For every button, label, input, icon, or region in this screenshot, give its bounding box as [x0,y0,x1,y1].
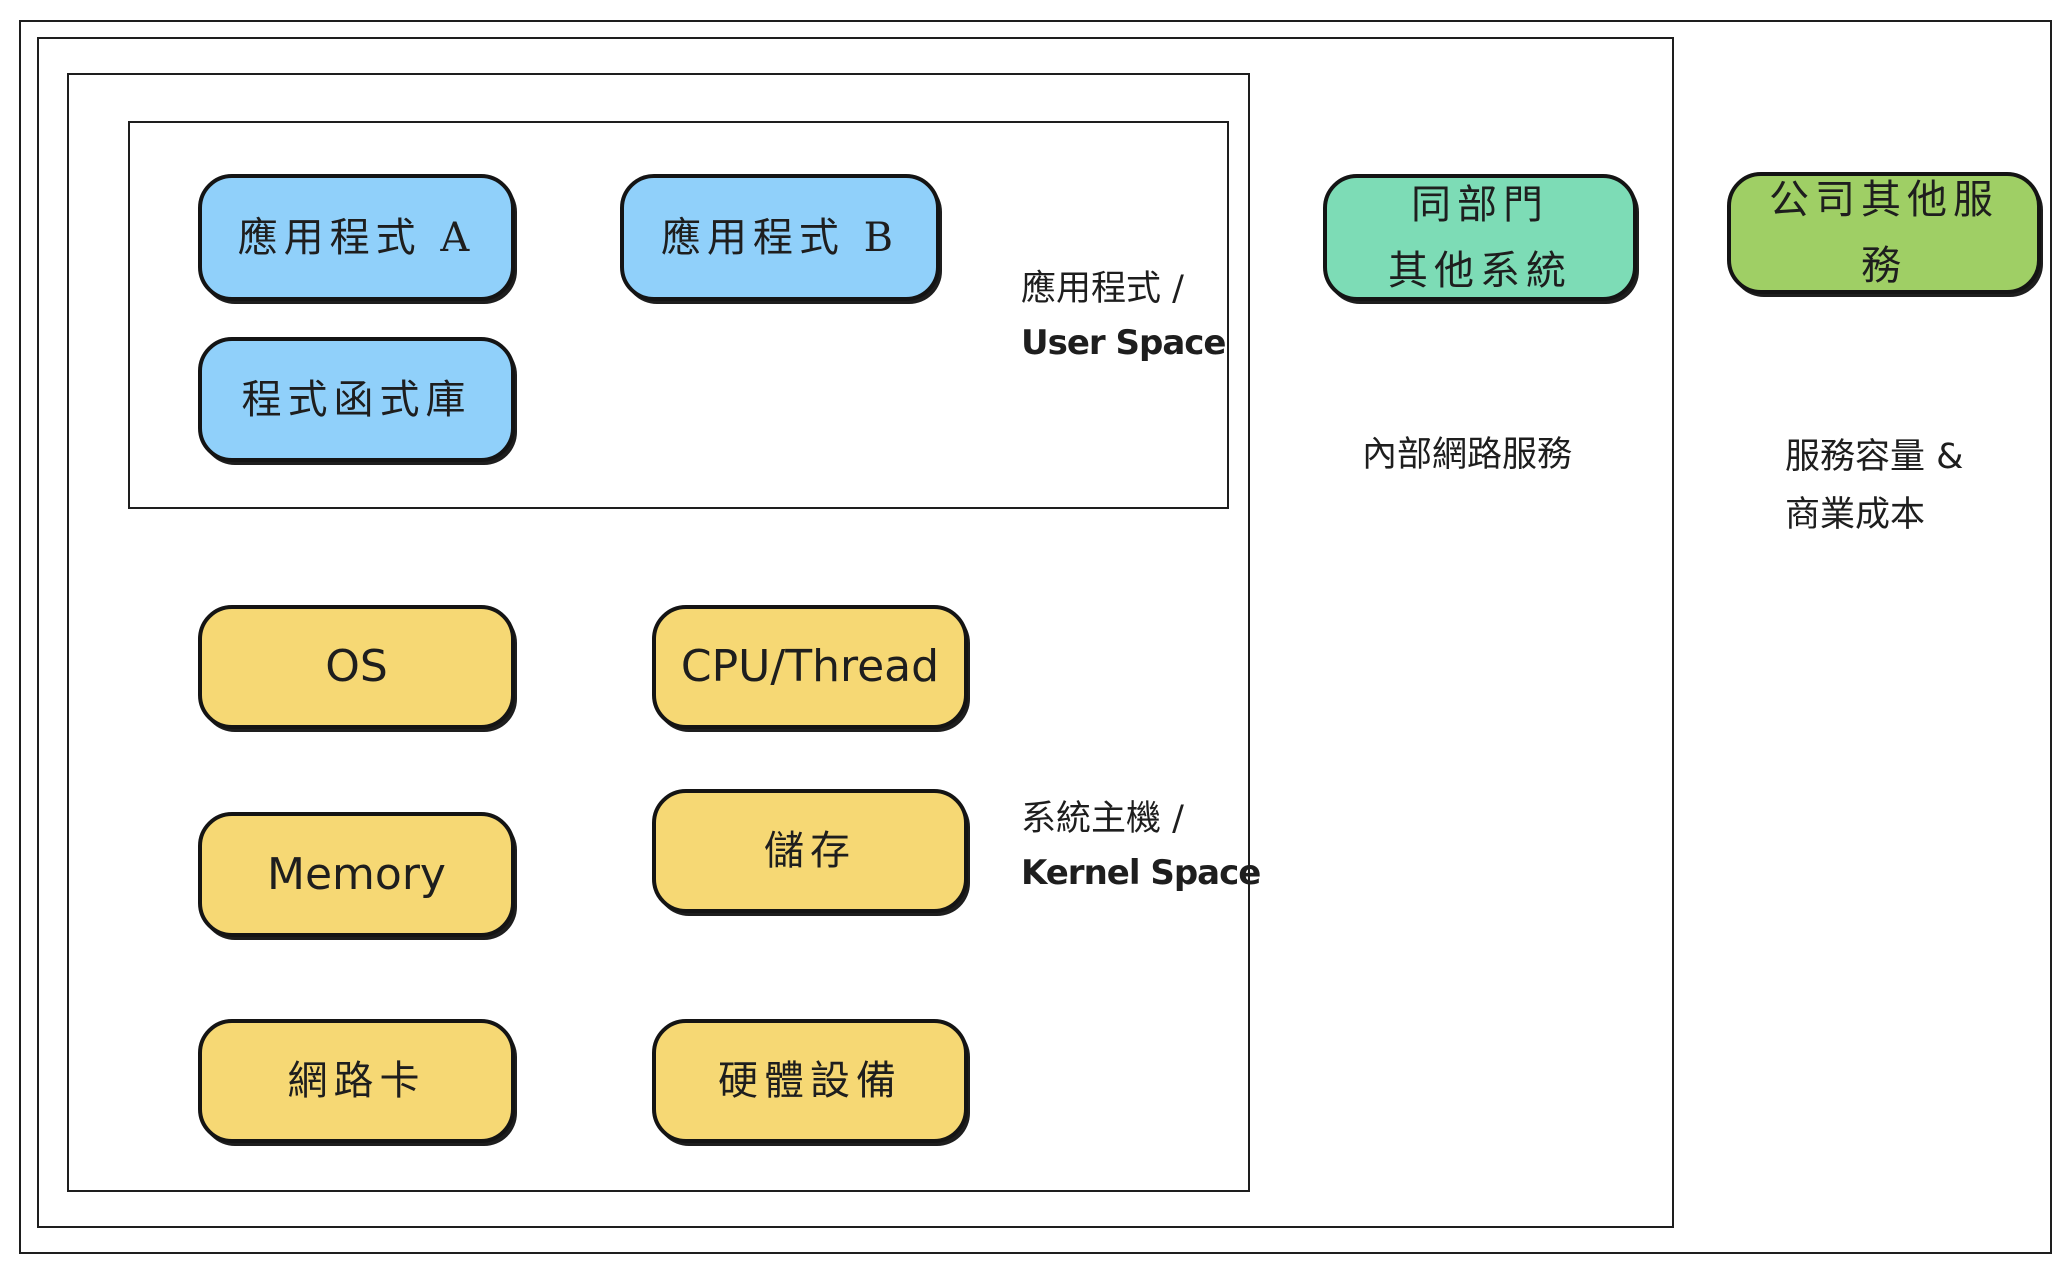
network-caption: 內部網路服務 [1362,435,1573,475]
kernel-space-caption-line2: Kernel Space [1021,853,1261,893]
library-label: 程式函式庫 [241,376,472,423]
cpu-thread-node[interactable]: CPU/Thread [652,605,968,729]
nic-label: 網路卡 [287,1058,426,1104]
app-b-node[interactable]: 應用程式 B [620,174,940,301]
os-node[interactable]: OS [198,605,515,729]
business-caption-line2: 商業成本 [1785,495,1926,535]
same-dept-label-line1: 同部門 [1411,181,1549,228]
user-space-caption: 應用程式 / User Space [1021,262,1226,370]
same-dept-label-line2: 其他系統 [1388,247,1572,294]
user-space-frame [128,121,1229,509]
storage-label: 儲存 [764,828,856,874]
app-a-label: 應用程式 A [237,214,476,261]
business-caption-line1: 服務容量 & [1785,437,1964,477]
business-caption: 服務容量 & 商業成本 [1785,428,1963,544]
hardware-label: 硬體設備 [718,1058,902,1104]
host-layer-frame [67,73,1250,1192]
cpu-thread-label: CPU/Thread [680,641,940,692]
company-services-node[interactable]: 公司其他服 務 [1727,172,2041,294]
user-space-caption-line2: User Space [1021,323,1226,363]
company-services-label-line1: 公司其他服 [1769,177,1999,223]
kernel-space-caption: 系統主機 / Kernel Space [1021,792,1261,900]
kernel-space-caption-line1: 系統主機 / [1021,799,1184,839]
app-b-label: 應用程式 B [660,214,900,261]
same-dept-systems-node[interactable]: 同部門 其他系統 [1323,174,1637,301]
os-label: OS [325,641,388,692]
memory-node[interactable]: Memory [198,812,515,937]
network-layer-frame [37,37,1674,1228]
company-services-label-line2: 務 [1861,243,1907,289]
user-space-caption-line1: 應用程式 / [1021,269,1184,309]
memory-label: Memory [267,848,446,900]
hardware-node[interactable]: 硬體設備 [652,1019,968,1143]
storage-node[interactable]: 儲存 [652,789,968,913]
business-layer-frame [19,20,2052,1254]
app-a-node[interactable]: 應用程式 A [198,174,515,301]
nic-node[interactable]: 網路卡 [198,1019,515,1143]
library-node[interactable]: 程式函式庫 [198,337,515,462]
